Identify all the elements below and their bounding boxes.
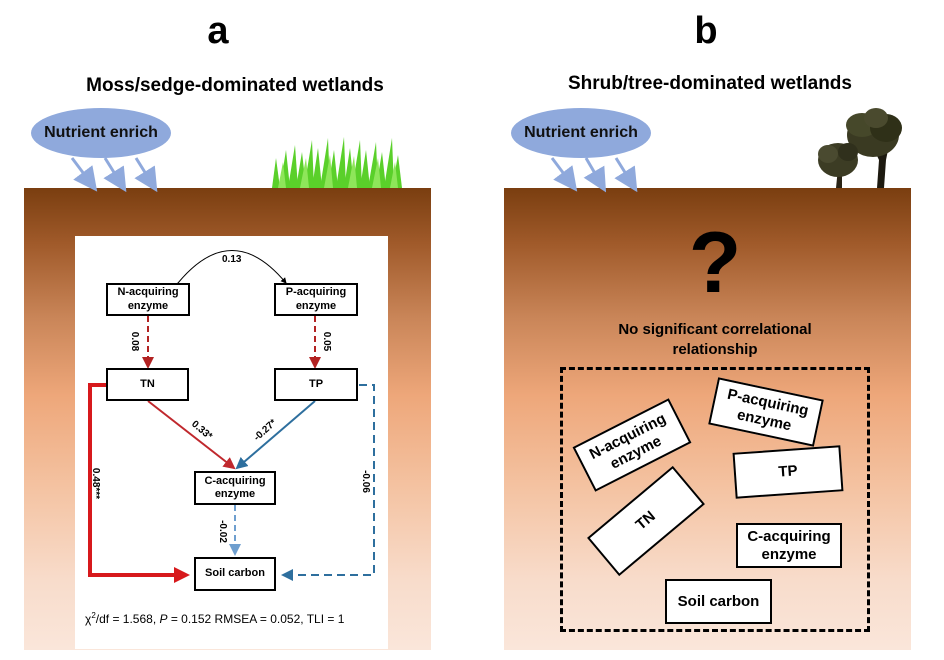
node-tp: TP — [274, 368, 358, 401]
panel-b-nutrient-ellipse: Nutrient enrich — [511, 108, 651, 158]
node-b-tp: TP — [732, 445, 844, 499]
coef-cenz-soilcarbon: -0.02 — [216, 520, 228, 543]
model-fit-stats: χ2/df = 1.568, P = 0.152 RMSEA = 0.052, … — [85, 611, 344, 626]
panel-b-letter: b — [694, 10, 718, 52]
panel-b-nutrient-label: Nutrient enrich — [524, 124, 638, 141]
nutrient-arrow-icon — [134, 157, 158, 193]
nutrient-arrow-icon — [70, 157, 98, 192]
coef-tn-soilcarbon: 0.48*** — [90, 467, 102, 500]
nutrient-arrow-icon — [614, 157, 638, 193]
coef-n-p: 0.13 — [222, 254, 242, 265]
coef-nenz-tn: 0.08 — [129, 331, 141, 352]
unrelated-variables-box — [560, 367, 870, 632]
panel-b-soil — [504, 188, 911, 650]
node-tn: TN — [106, 368, 189, 401]
node-b-c-acquiring-enzyme: C-acquiring enzyme — [736, 523, 842, 568]
nutrient-arrow-icon — [583, 157, 607, 193]
node-p-acquiring-enzyme: P-acquiring enzyme — [274, 283, 358, 316]
coef-tp-soilcarbon: -0.06 — [359, 470, 371, 493]
fit-chi: χ — [85, 612, 92, 626]
no-relationship-note: No significant correlational relationshi… — [618, 321, 812, 359]
node-c-acquiring-enzyme: C-acquiring enzyme — [194, 471, 276, 505]
fit-chi-sup: 2 — [91, 611, 96, 620]
panel-a-nutrient-label: Nutrient enrich — [44, 124, 158, 141]
node-n-acquiring-enzyme: N-acquiring enzyme — [106, 283, 190, 316]
coef-penz-tp: 0.05 — [321, 331, 333, 352]
panel-b-title: Shrub/tree-dominated wetlands — [568, 73, 852, 94]
nutrient-arrow-icon — [550, 157, 578, 192]
panel-a-title: Moss/sedge-dominated wetlands — [86, 75, 384, 96]
fit-p-label: P — [159, 612, 168, 626]
question-mark-icon: ? — [688, 215, 742, 311]
fit-rest: = 0.152 RMSEA = 0.052, TLI = 1 — [167, 612, 345, 626]
panel-a-letter: a — [207, 10, 229, 52]
fit-chi-rest: /df = 1.568, — [95, 612, 160, 626]
node-b-soil-carbon: Soil carbon — [665, 579, 772, 624]
panel-a-nutrient-ellipse: Nutrient enrich — [31, 108, 171, 158]
nutrient-arrow-icon — [103, 157, 127, 193]
node-soil-carbon: Soil carbon — [194, 557, 276, 591]
